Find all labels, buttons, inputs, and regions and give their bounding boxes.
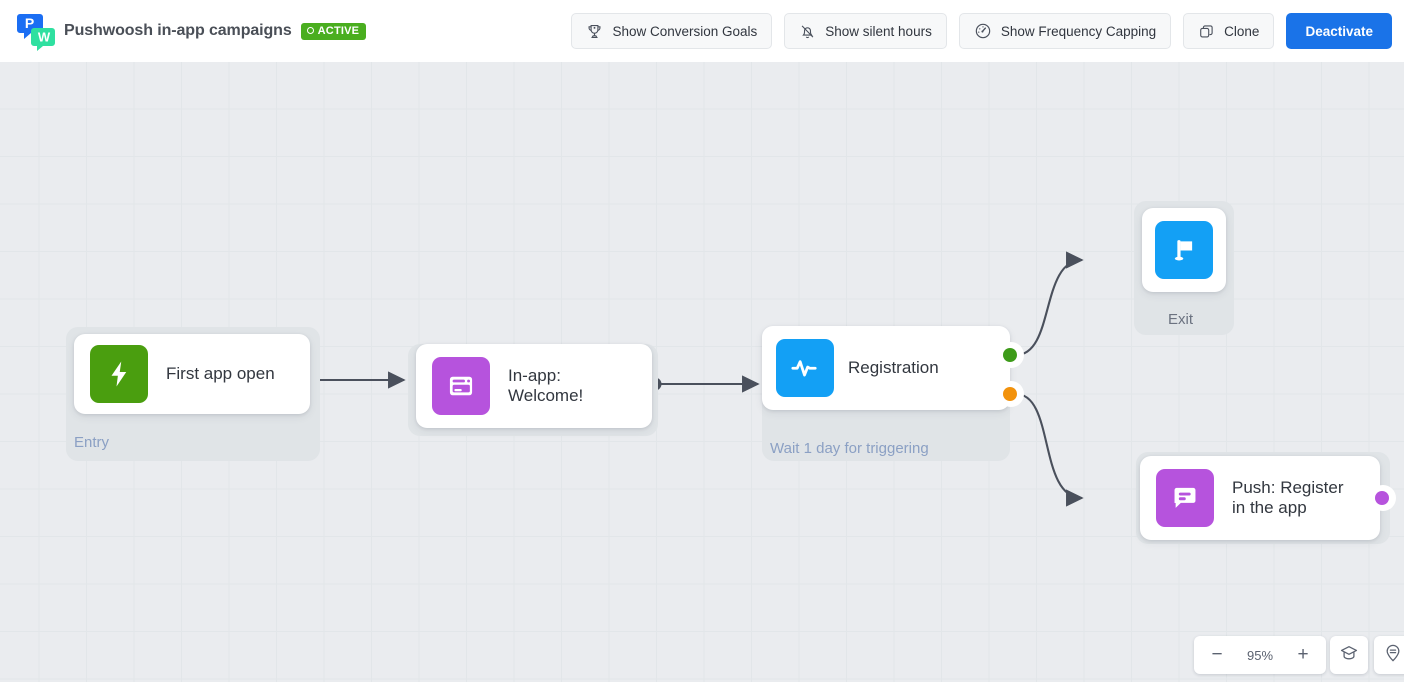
activity-pulse-icon <box>776 339 834 397</box>
status-badge-label: ACTIVE <box>317 24 360 37</box>
button-label: Deactivate <box>1305 23 1373 39</box>
edge-registration-to-exit <box>1015 251 1084 357</box>
button-label: Clone <box>1224 23 1260 39</box>
deactivate-button[interactable]: Deactivate <box>1286 13 1392 49</box>
button-label: Show Conversion Goals <box>612 23 758 39</box>
map-pin-legend-icon <box>1383 643 1403 668</box>
node-exit[interactable] <box>1142 208 1226 292</box>
svg-text:P: P <box>25 15 34 31</box>
exit-group-label: Exit <box>1168 311 1194 328</box>
copy-icon <box>1198 23 1215 40</box>
node-label: In-app: Welcome! <box>508 366 584 405</box>
status-dot-icon <box>306 27 314 34</box>
button-label: Show Frequency Capping <box>1000 23 1157 39</box>
entry-group-label: Entry <box>74 434 110 451</box>
show-conversion-goals-button[interactable]: Show Conversion Goals <box>571 13 773 49</box>
edge-registration-to-push <box>1015 392 1084 507</box>
bell-off-icon <box>799 23 816 40</box>
pushwoosh-logo[interactable]: P W <box>16 11 58 51</box>
fail-port[interactable] <box>1003 387 1017 401</box>
lightning-bolt-icon <box>90 345 148 403</box>
push-message-icon <box>1156 469 1214 527</box>
node-label: First app open <box>166 364 275 384</box>
flow-canvas[interactable]: First app open Entry In-app: Welcome! <box>0 62 1404 682</box>
output-port[interactable] <box>1375 491 1389 505</box>
status-badge: ACTIVE <box>300 22 367 40</box>
title-block: Pushwoosh in-app campaigns ACTIVE <box>64 0 367 62</box>
svg-text:W: W <box>38 30 51 45</box>
node-first-app-open[interactable]: First app open <box>74 334 310 414</box>
zoom-out-button[interactable]: − <box>1211 644 1223 665</box>
node-registration[interactable]: Registration <box>762 326 1010 410</box>
flag-icon <box>1155 221 1213 279</box>
in-app-message-icon <box>432 357 490 415</box>
node-in-app-welcome[interactable]: In-app: Welcome! <box>416 344 652 428</box>
node-label: Push: Register in the app <box>1232 478 1344 517</box>
app-header: P W Pushwoosh in-app campaigns ACTIVE <box>0 0 1404 62</box>
header-toolbar: Show Conversion Goals Show silent hours <box>571 13 1392 49</box>
zoom-controls: − 95% + <box>1194 636 1326 674</box>
graduation-cap-icon <box>1339 643 1359 668</box>
zoom-in-button[interactable]: + <box>1297 644 1309 665</box>
node-label: Registration <box>848 358 939 378</box>
zoom-level-label: 95% <box>1246 647 1274 663</box>
clone-button[interactable]: Clone <box>1183 13 1275 49</box>
registration-group-label: Wait 1 day for triggering <box>770 440 929 457</box>
show-frequency-capping-button[interactable]: Show Frequency Capping <box>958 13 1172 49</box>
button-label: Show silent hours <box>825 23 932 39</box>
help-button[interactable] <box>1330 636 1368 674</box>
gauge-icon <box>974 22 992 40</box>
success-port[interactable] <box>1003 348 1017 362</box>
show-silent-hours-button[interactable]: Show silent hours <box>784 13 947 49</box>
node-push-register[interactable]: Push: Register in the app <box>1140 456 1380 540</box>
page-title: Pushwoosh in-app campaigns <box>64 22 292 39</box>
trophy-icon <box>586 23 603 40</box>
legend-button[interactable] <box>1374 636 1404 674</box>
